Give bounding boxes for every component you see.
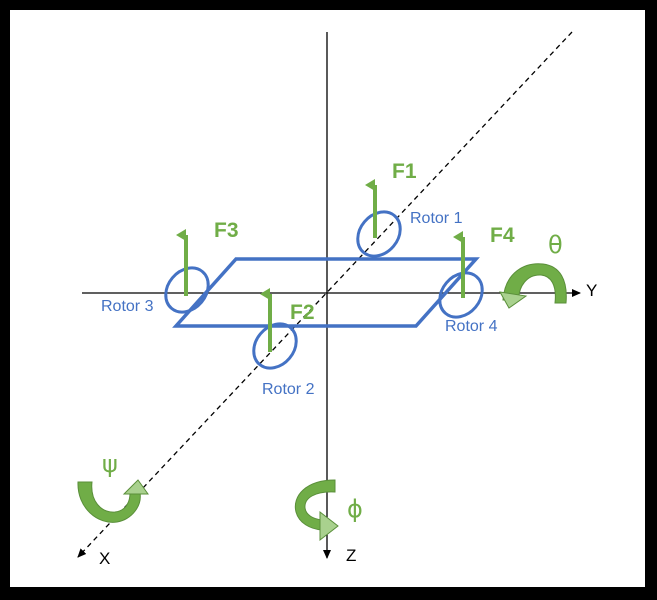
rotor-4-disc: [438, 271, 484, 319]
psi-label: ψ: [102, 450, 118, 478]
body-frame: [172, 257, 480, 328]
force-1-label: F1: [392, 160, 417, 183]
x-axis-line: [77, 31, 573, 558]
diagram-canvas: X Y Z Rotor 1 Rotor 2 Rotor 3 Rotor 4 F1…: [10, 10, 645, 587]
rotor-1-label: Rotor 1: [410, 210, 463, 227]
quadcopter-diagram: X Y Z Rotor 1 Rotor 2 Rotor 3 Rotor 4 F1…: [77, 31, 597, 568]
theta-rotation-arrow-icon: [499, 263, 567, 309]
rotor-1-disc: [356, 210, 402, 258]
phi-label: ϕ: [347, 495, 363, 523]
phi-rotation-arrow-icon: [294, 479, 339, 542]
theta-label: θ: [548, 231, 563, 259]
rotor-2-label: Rotor 2: [262, 381, 315, 398]
y-axis-label: Y: [586, 281, 597, 300]
force-3-label: F3: [214, 219, 239, 242]
rotor-4-label: Rotor 4: [445, 318, 498, 335]
rotor-3-label: Rotor 3: [101, 298, 154, 315]
x-axis-label: X: [99, 549, 110, 568]
z-axis-label: Z: [346, 546, 356, 565]
force-4-label: F4: [490, 224, 515, 247]
rotor-2-disc: [252, 322, 298, 370]
psi-rotation-arrow-icon: [77, 479, 149, 523]
rotor-3-disc: [164, 266, 210, 314]
force-2-label: F2: [290, 301, 315, 324]
